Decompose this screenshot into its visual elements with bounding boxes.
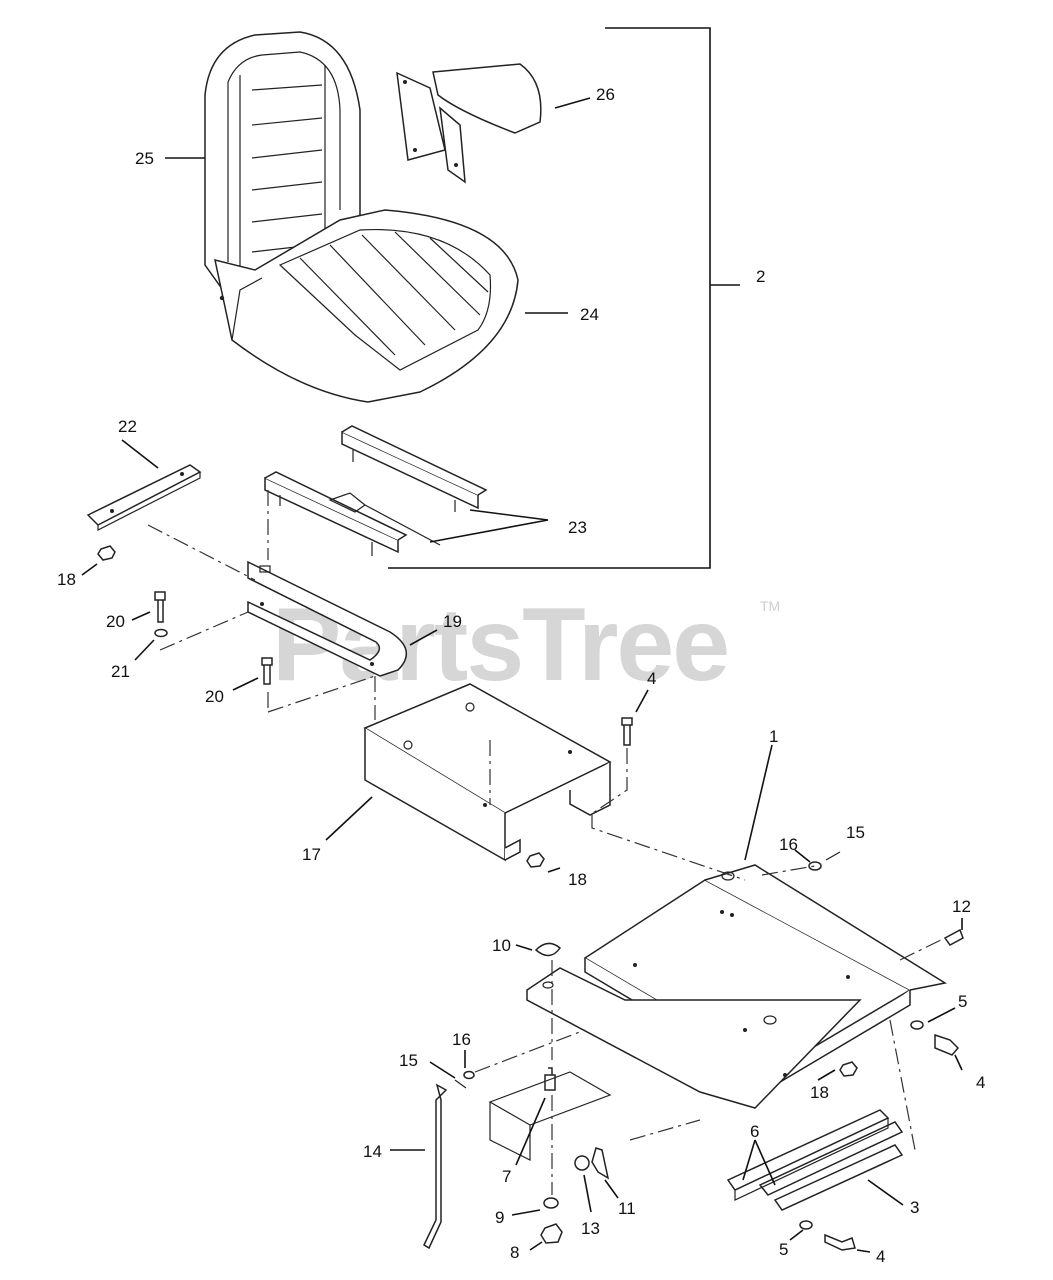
callout-4-upper: 4	[647, 669, 656, 688]
callout-9: 9	[495, 1208, 504, 1227]
callout-1: 1	[769, 727, 778, 746]
callout-labels: 26 25 2 24 22 23 18 20 21 19 20 4 1 17 1…	[57, 85, 985, 1266]
callout-15-left: 15	[399, 1051, 418, 1070]
seat-slide-part	[264, 425, 488, 556]
callout-20-lower: 20	[205, 687, 224, 706]
watermark-trademark: TM	[760, 598, 780, 614]
callout-17: 17	[302, 845, 321, 864]
latch-rod-14-part	[423, 1083, 448, 1250]
bracket-17-part	[363, 683, 612, 862]
callout-25: 25	[135, 149, 154, 168]
callout-20-upper: 20	[106, 612, 125, 631]
callout-11: 11	[618, 1199, 636, 1218]
callout-21: 21	[111, 662, 130, 681]
callout-15-right: 15	[846, 823, 865, 842]
callout-2: 2	[756, 267, 765, 286]
callout-12: 12	[952, 897, 971, 916]
armrest-part	[396, 63, 542, 184]
fasteners-left	[97, 545, 273, 685]
callout-5-lower: 5	[779, 1240, 788, 1259]
assembly-bracket	[388, 27, 740, 569]
leader-lines	[81, 97, 963, 1253]
bolt-4-upper	[621, 717, 633, 746]
callout-10: 10	[492, 936, 511, 955]
bolt-4-lower	[824, 1233, 856, 1251]
strap-19-part	[247, 560, 407, 677]
callout-13: 13	[581, 1219, 600, 1238]
callout-4-lower: 4	[876, 1247, 885, 1266]
callout-7: 7	[502, 1167, 511, 1186]
callout-8: 8	[510, 1243, 519, 1262]
callout-6: 6	[750, 1122, 759, 1141]
callout-5-right: 5	[958, 992, 967, 1011]
callout-18-lower: 18	[810, 1083, 829, 1102]
watermark-logo: PartsTree	[272, 587, 728, 703]
callout-4-right: 4	[976, 1073, 985, 1092]
callout-24: 24	[580, 305, 599, 324]
callout-16-left: 16	[452, 1030, 471, 1049]
callout-22: 22	[118, 417, 137, 436]
callout-18-middle: 18	[568, 870, 587, 889]
nut-18-middle	[526, 852, 545, 868]
lower-hardware	[540, 1147, 610, 1244]
callout-23: 23	[568, 518, 587, 537]
base-plate-1-part	[526, 864, 948, 1109]
latch-body-7-part	[488, 1071, 612, 1161]
callout-16-right: 16	[779, 835, 798, 854]
seat-part	[204, 31, 519, 403]
callout-26: 26	[596, 85, 615, 104]
callout-14: 14	[363, 1142, 382, 1161]
callout-18-left: 18	[57, 570, 76, 589]
callout-3: 3	[910, 1198, 919, 1217]
callout-19: 19	[443, 612, 462, 631]
assembly-lines	[147, 490, 946, 1195]
